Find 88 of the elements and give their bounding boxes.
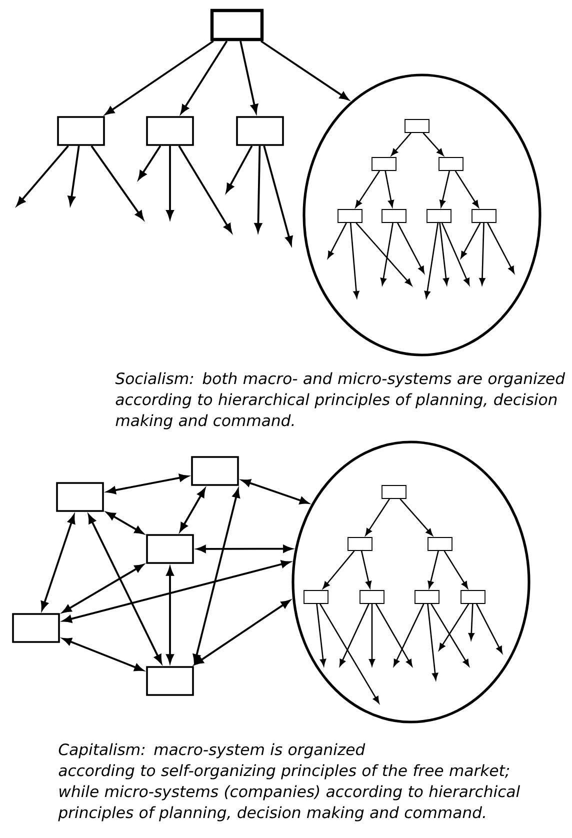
arrow [178,145,232,233]
arrow [260,40,349,100]
arrow [439,222,450,286]
double-arrow [106,512,144,534]
box [12,613,60,643]
box [338,209,362,223]
box [191,456,239,486]
arrow [424,222,439,298]
arrow [438,604,470,650]
double-arrow [88,514,162,664]
arrow [384,170,394,208]
box [404,119,430,133]
oval [302,74,542,356]
arrow [316,604,326,666]
arrow [460,222,481,258]
box [460,590,486,604]
arrow [166,146,174,220]
arrow [369,604,375,666]
double-arrow [40,514,76,610]
box [304,590,328,604]
double-arrow [192,488,240,664]
arrow [350,222,360,298]
arrow [393,604,424,666]
double-arrow [62,560,290,623]
arrow [428,550,439,588]
box [210,8,264,42]
arrow [16,145,69,206]
arrow [263,146,293,246]
box [360,590,384,604]
box [146,534,194,564]
arrow [391,132,412,156]
box [382,485,406,499]
box [57,116,105,146]
arrow [400,498,433,536]
arrow [422,132,444,156]
arrow [254,146,262,232]
arrow [322,550,355,589]
arrow [441,222,470,286]
double-arrow [62,564,144,613]
arrow [320,604,380,704]
arrow [454,170,479,208]
arrow [138,145,162,180]
arrow [365,498,390,536]
arrow [444,550,468,588]
box [414,590,440,604]
arrow [356,222,412,286]
oval [292,440,530,724]
box [472,209,496,223]
arrow [68,146,80,206]
caption: according to self-organizing principles of the free market; while micro-systems (companies) according to hierarchical principles of planning, decision making and command. [58,764,520,822]
box [236,116,284,146]
box [56,482,104,512]
box [428,537,452,551]
box [348,537,372,551]
arrow [180,40,228,114]
arrow [355,170,380,208]
double-arrow [242,479,309,504]
arrow [430,604,470,666]
box [382,209,406,223]
arrow [397,222,424,274]
arrow [476,604,502,654]
arrow [427,604,438,680]
arrow [440,170,450,208]
arrow [90,145,144,220]
box [146,116,194,146]
arrow [468,604,474,640]
caption: Socialism: both macro- and micro-systems are organized according to hierarchical principles of planning, decision making and command. [115,372,566,430]
arrow [328,222,347,258]
arrow [226,145,253,193]
arrow [375,604,412,666]
arrow [487,222,514,274]
double-arrow [166,566,174,664]
arrow [479,222,486,286]
double-arrow [196,545,292,553]
box [426,209,452,223]
caption: Capitalism: macro-system is organized [58,743,366,758]
box [372,157,396,171]
arrow [380,222,394,286]
double-arrow [62,638,144,672]
arrow [339,604,370,666]
double-arrow [180,488,206,532]
arrow [360,550,372,588]
box [438,157,464,171]
arrow [240,40,258,114]
arrow [105,40,214,115]
double-arrow [106,474,188,494]
double-arrow [194,600,290,665]
box [146,666,194,696]
